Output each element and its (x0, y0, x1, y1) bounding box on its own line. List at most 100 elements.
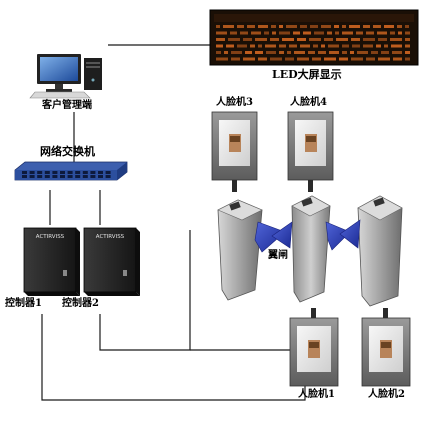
led-glyph (270, 57, 282, 61)
face-terminal-2 (361, 308, 411, 387)
led-glyph (363, 44, 373, 48)
switch-port (22, 171, 27, 174)
led-glyph (231, 57, 240, 61)
led-glyph (309, 38, 321, 41)
label-controller-1: 控制器1 (5, 298, 42, 309)
switch-port (37, 171, 43, 174)
gate-cabinet-left (217, 199, 263, 301)
switch-port (75, 175, 81, 178)
led-glyph (351, 38, 360, 41)
led-glyph (289, 44, 297, 48)
led-glyph (313, 44, 318, 48)
controller-2-brand: ACTIRVISS (96, 234, 125, 240)
led-glyph (405, 51, 410, 54)
switch-port (22, 175, 27, 178)
led-glyph (378, 57, 390, 61)
led-glyph (279, 51, 284, 54)
face-terminal-3 (211, 111, 258, 192)
led-glyph (393, 57, 402, 61)
switch-port (44, 175, 50, 178)
led-glyph (390, 38, 402, 41)
led-glyph (371, 51, 378, 54)
switch-port (67, 175, 73, 178)
led-glyph (231, 51, 242, 54)
switch-port (82, 171, 88, 174)
led-glyph (391, 44, 402, 48)
led-glyph (258, 44, 262, 48)
led-glyph (405, 31, 410, 35)
switch-port (52, 171, 58, 174)
led-glyph (324, 38, 333, 41)
led-glyph (216, 57, 228, 61)
led-glyph (356, 31, 363, 35)
access-controller-icon: ACTIRVISS ACTIRVISS (23, 227, 140, 296)
line-controller1-to-face1 (41, 314, 306, 401)
gate-wing-middle-left (271, 221, 293, 249)
led-glyph (223, 25, 234, 28)
led-glyph (366, 31, 374, 35)
led-glyph (255, 51, 263, 54)
led-glyph (266, 51, 276, 54)
switch-port (60, 171, 65, 174)
switch-port (29, 175, 35, 178)
led-glyph (376, 44, 381, 48)
label-gate: 翼闸 (268, 250, 288, 261)
led-glyph (363, 38, 375, 41)
led-glyph (240, 31, 248, 35)
face-terminal-1 (289, 308, 339, 387)
switch-port (90, 175, 96, 178)
led-glyph (384, 44, 388, 48)
label-client-pc: 客户管理端 (42, 100, 92, 111)
led-glyph (397, 25, 402, 28)
switch-port (105, 175, 111, 178)
switch-port (52, 175, 58, 178)
led-glyph (230, 31, 237, 35)
led-glyph (258, 25, 268, 28)
led-glyph (287, 51, 291, 54)
label-face-terminal-4: 人脸机4 (290, 97, 327, 108)
led-glyph (243, 57, 255, 61)
led-glyph (310, 25, 318, 28)
led-glyph (303, 31, 311, 35)
label-led-display: LED大屏显示 (272, 68, 342, 81)
led-glyph (255, 38, 267, 41)
led-glyph (351, 57, 363, 61)
face-recognition-terminal-icon (211, 111, 411, 387)
led-glyph (297, 38, 306, 41)
led-glyph (390, 31, 395, 35)
led-glyph (339, 57, 348, 61)
led-glyph (324, 57, 336, 61)
led-glyph (342, 51, 347, 54)
switch-port (82, 175, 88, 178)
led-glyph (405, 44, 410, 48)
switch-port (37, 175, 43, 178)
switch-port (90, 171, 96, 174)
led-glyph (251, 31, 261, 35)
gate-wing-right (339, 219, 361, 249)
led-glyph (329, 51, 339, 54)
led-glyph (321, 44, 325, 48)
switch-port (29, 171, 35, 174)
led-glyph (357, 51, 368, 54)
led-glyph (398, 31, 402, 35)
gate-cabinet-middle (291, 195, 331, 303)
led-glyph (349, 25, 360, 28)
label-face-terminal-2: 人脸机2 (368, 389, 405, 400)
led-glyph (226, 44, 234, 48)
led-glyph (405, 38, 410, 41)
led-glyph (285, 57, 294, 61)
face-terminal-4 (287, 111, 334, 192)
led-glyph (216, 38, 225, 41)
led-glyph (327, 31, 332, 35)
led-glyph (293, 31, 300, 35)
led-glyph (384, 25, 394, 28)
led-glyph (335, 31, 339, 35)
led-glyph (328, 44, 339, 48)
led-glyph (224, 51, 228, 54)
led-glyph (237, 25, 244, 28)
led-glyph (237, 44, 247, 48)
led-glyph (272, 31, 276, 35)
desktop-computer-icon (29, 54, 102, 99)
led-glyph (247, 25, 255, 28)
led-glyph (282, 38, 294, 41)
